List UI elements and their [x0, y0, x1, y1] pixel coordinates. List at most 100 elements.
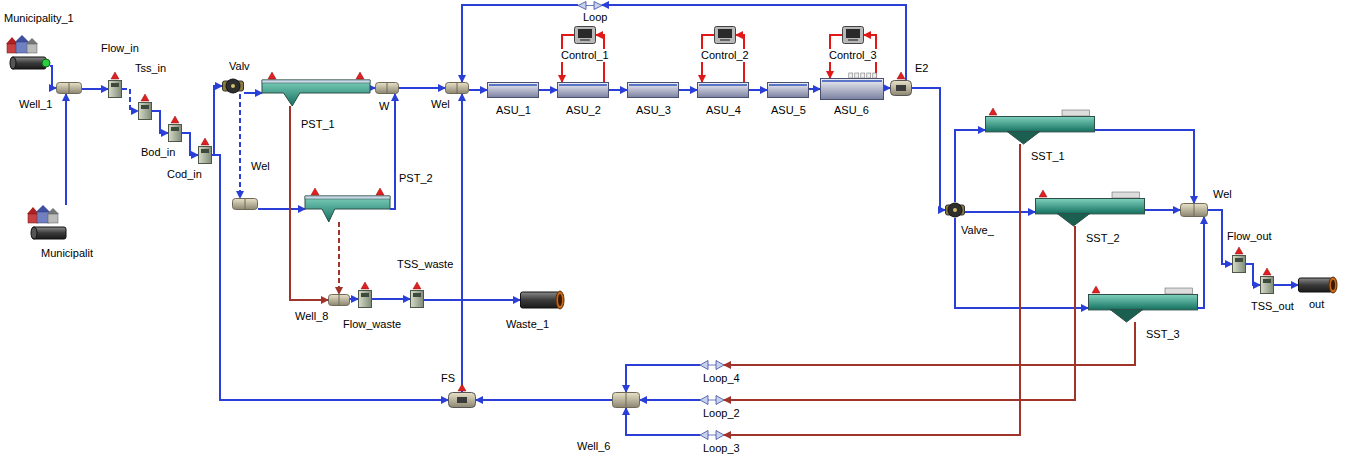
unit-label: Waste_1: [505, 318, 550, 331]
process-unit: Control_1: [574, 26, 596, 44]
unit-icon: [1232, 255, 1246, 273]
unit-icon: [714, 26, 736, 44]
process-unit: Tss_in: [138, 102, 152, 120]
unit-icon: [262, 80, 370, 106]
flow-line: [640, 399, 700, 401]
flow-line: [370, 87, 375, 89]
flow-line: [884, 87, 890, 89]
unit-label: PST_2: [398, 172, 434, 185]
unit-label: Loop_3: [702, 442, 741, 455]
unit-label: W: [378, 100, 390, 113]
unit-icon: [574, 26, 596, 44]
unit-label: Control_1: [560, 49, 610, 62]
flow-line: [1095, 130, 1194, 203]
process-unit: SST_3: [1088, 294, 1198, 322]
unit-icon: [445, 82, 469, 94]
unit-icon: [1035, 198, 1145, 226]
unit-icon: [945, 202, 965, 218]
unit-icon: [700, 430, 724, 440]
process-unit: E2: [890, 80, 912, 96]
unit-icon: [700, 395, 724, 405]
flow-line: [602, 5, 906, 80]
process-unit: Well_6: [612, 392, 640, 408]
flow-line: [50, 66, 56, 88]
process-unit: Control_2: [714, 26, 736, 44]
unit-label: Valv: [228, 60, 251, 73]
flow-line: [1145, 209, 1180, 211]
process-unit: PST_2: [305, 196, 390, 222]
process-unit: Loop_3: [700, 430, 724, 440]
unit-label: Loop: [582, 11, 608, 24]
unit-icon: [138, 102, 152, 120]
process-unit: Flow_waste: [358, 290, 372, 308]
unit-icon: [487, 82, 539, 98]
flow-line: [809, 88, 820, 90]
flow-line: [469, 89, 487, 91]
process-unit: W: [375, 82, 399, 94]
process-unit: FS: [448, 392, 476, 408]
process-unit: Municipality_1: [5, 35, 50, 73]
flow-line: [122, 89, 138, 111]
process-unit: ASU_5: [767, 82, 809, 98]
unit-icon: [578, 1, 602, 10]
unit-label: Flow_in: [100, 42, 140, 55]
unit-label: Well_1: [18, 98, 53, 111]
unit-icon: [520, 290, 565, 310]
process-unit: Waste_1: [520, 290, 565, 310]
unit-icon: [410, 290, 424, 308]
flow-line: [626, 365, 700, 392]
flow-line: [724, 322, 1135, 365]
unit-label: ASU_3: [635, 104, 672, 117]
process-unit: Flow_in: [108, 80, 122, 98]
unit-icon: [700, 360, 724, 370]
unit-label: Bod_in: [140, 146, 176, 159]
unit-label: Flow_out: [1226, 230, 1273, 243]
process-unit: Loop_4: [700, 360, 724, 370]
unit-label: Loop_2: [702, 407, 741, 420]
flow-line: [390, 94, 395, 209]
unit-icon: [1298, 276, 1338, 294]
unit-label: Well_8: [294, 310, 329, 323]
unit-icon: [767, 82, 809, 98]
unit-label: ASU_2: [565, 104, 602, 117]
unit-icon: [168, 124, 182, 142]
flow-line: [965, 211, 1035, 213]
process-unit: SST_2: [1035, 198, 1145, 226]
unit-label: Wel: [430, 98, 451, 111]
unit-label: SST_3: [1145, 328, 1181, 341]
unit-icon: [5, 35, 50, 73]
flow-line: [182, 133, 198, 155]
flow-line: [152, 111, 168, 133]
unit-label: PST_1: [300, 118, 336, 131]
unit-icon: [890, 80, 912, 96]
unit-icon: [305, 196, 390, 222]
unit-label: ASU_1: [495, 104, 532, 117]
unit-label: Municipalit: [40, 247, 94, 260]
unit-icon: [358, 290, 372, 308]
flow-line: [399, 87, 445, 89]
unit-label: Cod_in: [166, 168, 203, 181]
flow-line: [679, 89, 697, 91]
process-unit: ASU_6: [820, 78, 884, 100]
process-unit: PST_1: [262, 80, 370, 106]
unit-label: Valve_: [960, 224, 995, 237]
unit-icon: [1088, 294, 1198, 322]
unit-label: TSS_waste: [396, 258, 454, 271]
flow-line: [724, 144, 1020, 435]
flow-line: [244, 92, 262, 94]
unit-label: ASU_5: [770, 104, 807, 117]
flow-line: [258, 208, 305, 210]
flow-line: [1198, 217, 1204, 308]
flow-line: [912, 88, 945, 210]
process-unit: Loop: [578, 1, 602, 10]
unit-icon: [612, 392, 640, 408]
unit-label: FS: [440, 372, 456, 385]
process-unit: Cod_in: [198, 146, 212, 164]
process-unit: ASU_3: [627, 82, 679, 98]
process-unit: ASU_4: [697, 82, 749, 98]
flow-line: [1246, 264, 1260, 285]
unit-icon: [627, 82, 679, 98]
process-unit: ASU_2: [557, 82, 609, 98]
flow-line: [724, 226, 1075, 400]
